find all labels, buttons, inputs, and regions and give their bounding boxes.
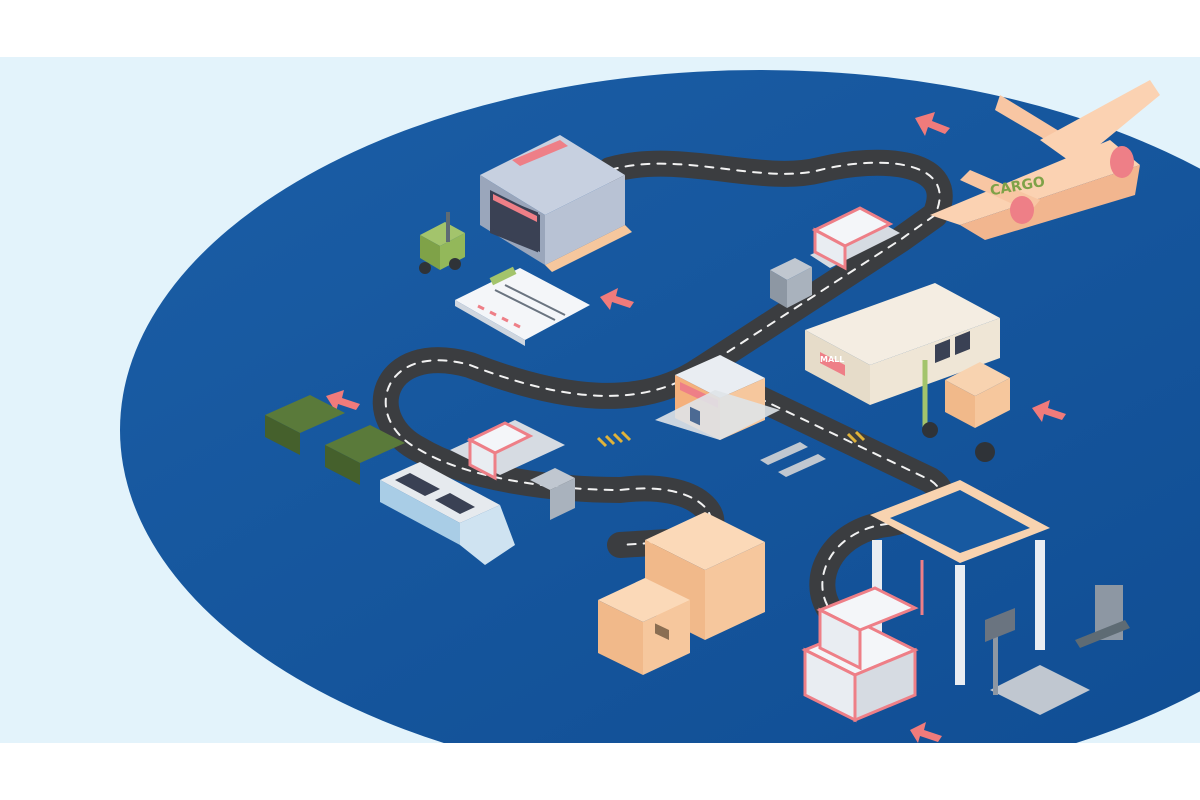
arrow-icon: [326, 390, 360, 412]
checklist-board: [455, 266, 590, 346]
cargo-plane: CARGO: [930, 80, 1160, 240]
arrow-icon: [600, 288, 634, 310]
pallet-jack: [760, 442, 826, 477]
arrow-icon: [915, 112, 950, 136]
train: [265, 395, 515, 565]
containers: [801, 586, 919, 723]
cardboard-boxes: [598, 512, 765, 675]
warehouse: [480, 135, 632, 272]
direction-arrows: [326, 112, 1066, 743]
truck-lower: [450, 420, 575, 520]
arrow-icon: [910, 722, 942, 743]
blue-ground-ellipse: [120, 70, 1200, 743]
mall-building: MALL: [805, 283, 1000, 405]
scale: [985, 608, 1090, 715]
truck-upper: [770, 206, 900, 308]
shop: [655, 355, 780, 440]
hand-truck: [922, 360, 1010, 462]
pallet-stacker: [1075, 585, 1130, 648]
forklift: [419, 212, 465, 274]
road-markings: [596, 430, 866, 448]
gantry-crane: [870, 480, 1050, 685]
arrow-icon: [1032, 400, 1066, 422]
mall-label: MALL: [820, 355, 844, 364]
